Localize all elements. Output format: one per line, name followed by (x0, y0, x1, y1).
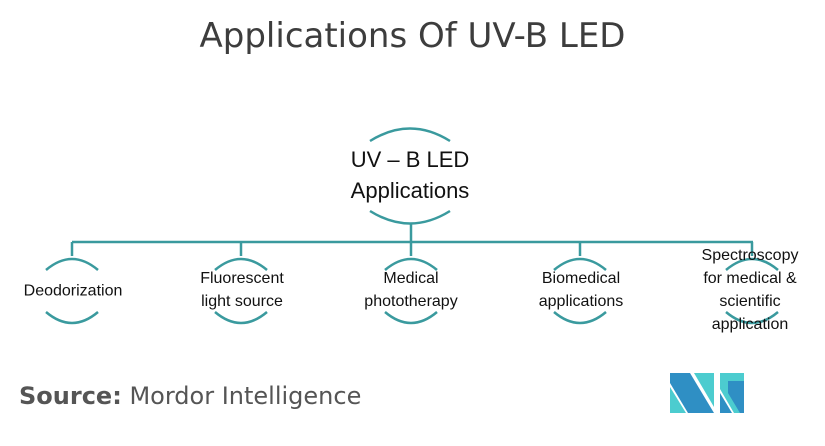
root-node-line2: Applications (350, 178, 470, 203)
child-node-line: Deodorization (23, 282, 123, 300)
child-node-line: light source (201, 293, 283, 310)
source-value: Mordor Intelligence (129, 382, 362, 410)
child-node-medical-phototherapy: Medical phototherapy (364, 267, 457, 313)
mordor-intelligence-logo-icon (670, 373, 744, 413)
child-node-line: Fluorescent (200, 270, 284, 287)
source-label: Source: (19, 382, 122, 410)
child-node-line: Medical (383, 270, 439, 287)
child-node-deodorization: Deodorization (24, 280, 123, 303)
child-node-line: for medical & (703, 270, 797, 287)
root-node: UV – B LED Applications (351, 144, 470, 206)
child-node-line: application (711, 316, 789, 333)
child-node-biomedical-applications: Biomedical applications (539, 267, 624, 313)
child-node-fluorescent-light-source: Fluorescent light source (200, 267, 284, 313)
child-node-line: phototherapy (364, 293, 458, 310)
source-attribution: Source: Mordor Intelligence (19, 382, 361, 410)
child-node-line: scientific (719, 293, 781, 310)
root-node-bottom-arc (369, 209, 451, 225)
child-node-line: Biomedical (541, 270, 621, 287)
root-node-line1: UV – B LED (350, 147, 470, 172)
root-node-top-arc (369, 127, 451, 143)
page-title: Applications Of UV-B LED (199, 16, 626, 56)
child-node-spectroscopy: Spectroscopy for medical & scientific ap… (702, 244, 799, 336)
child-node-line: applications (538, 293, 624, 310)
child-node-line: Spectroscopy (701, 247, 799, 264)
